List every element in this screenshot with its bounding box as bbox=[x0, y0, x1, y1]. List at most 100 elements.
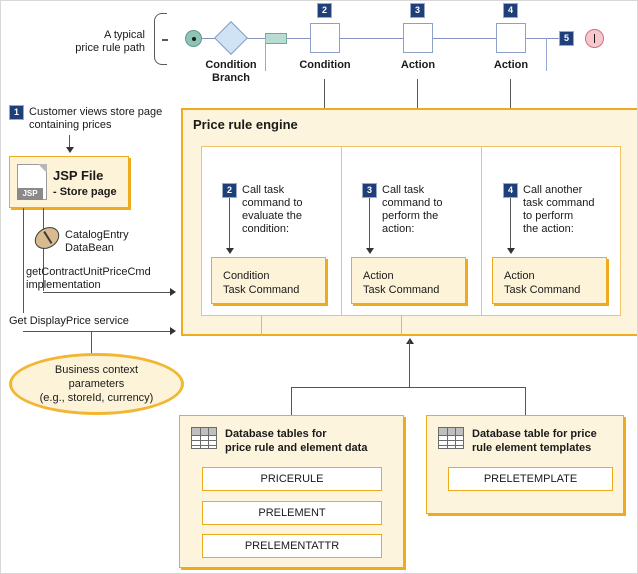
condition-branch-node[interactable] bbox=[214, 21, 248, 55]
engine-desc-col-1-l4: condition: bbox=[242, 223, 290, 235]
database-icon-left-grid-h2 bbox=[192, 445, 216, 446]
database-icon-left bbox=[191, 427, 217, 449]
path-node-action-2[interactable] bbox=[496, 23, 526, 53]
jsp-file-title: JSP File bbox=[53, 168, 104, 183]
impl-arrow-line bbox=[43, 292, 172, 294]
engine-col-1-arrow-head bbox=[226, 248, 234, 254]
path-start-node bbox=[185, 30, 202, 47]
green-connector-node bbox=[265, 33, 287, 44]
databean-line1: CatalogEntry bbox=[65, 229, 129, 241]
condition-task-command-l1: Condition bbox=[223, 270, 270, 282]
db-bracket-stem bbox=[409, 341, 411, 387]
jsp-icon: JSP bbox=[17, 164, 47, 200]
path-badge-4: 4 bbox=[503, 3, 518, 18]
step1-badge: 1 bbox=[9, 105, 24, 120]
database-icon-right-grid-h2 bbox=[439, 445, 463, 446]
step1-arrow-line bbox=[69, 135, 71, 151]
action-task-command-box-2[interactable]: Action Task Command bbox=[492, 257, 607, 304]
db-table-pricerule[interactable]: PRICERULE bbox=[202, 467, 382, 491]
path-end-node bbox=[585, 29, 604, 48]
step1-arrow-head bbox=[66, 147, 74, 153]
path-label-action-2: Action bbox=[493, 59, 529, 71]
db-left-title-line1: Database tables for bbox=[225, 428, 327, 440]
path-legend-line1: A typical bbox=[104, 29, 145, 41]
engine-desc-col-3-l4: the action: bbox=[523, 223, 574, 235]
database-icon-left-grid-h1 bbox=[192, 440, 216, 441]
impl-arrow-head bbox=[170, 288, 176, 296]
path-tail-drop bbox=[546, 38, 547, 71]
path-badge-5: 5 bbox=[559, 31, 574, 46]
action-task-command-box-1[interactable]: Action Task Command bbox=[351, 257, 466, 304]
database-icon-left-grid-v2 bbox=[208, 428, 209, 448]
business-context-oval: Business context parameters (e.g., store… bbox=[9, 353, 184, 415]
database-icon-left-header bbox=[192, 428, 216, 436]
databean-line2: DataBean bbox=[65, 242, 114, 254]
path-brace bbox=[154, 13, 168, 65]
action-task-command-1-l1: Action bbox=[363, 270, 394, 282]
db-bracket-crossbar bbox=[291, 387, 526, 389]
business-context-line1: Business context bbox=[54, 364, 139, 376]
engine-col-1-arrow-line bbox=[229, 198, 231, 250]
service-arrow-line bbox=[23, 331, 172, 333]
database-icon-right-grid-h1 bbox=[439, 440, 463, 441]
engine-desc-col-2-l3: perform the bbox=[382, 210, 439, 222]
engine-desc-col-1-l3: evaluate the bbox=[242, 210, 302, 222]
path-legend-line2: price rule path bbox=[75, 42, 145, 54]
db-table-preletemplate[interactable]: PRELETEMPLATE bbox=[448, 467, 613, 491]
engine-column-divider-2 bbox=[481, 146, 482, 316]
business-context-connector bbox=[91, 331, 93, 355]
engine-title: Price rule engine bbox=[193, 117, 298, 132]
engine-col-2-arrow-head bbox=[366, 248, 374, 254]
panel-accent-1 bbox=[261, 316, 263, 336]
engine-desc-col-3-l1: Call another bbox=[523, 184, 583, 196]
engine-column-divider-1 bbox=[341, 146, 342, 316]
engine-badge-col-3: 4 bbox=[503, 183, 518, 198]
engine-col-3-arrow-line bbox=[510, 198, 512, 250]
database-icon-right-grid-v1 bbox=[447, 428, 448, 448]
impl-line2: implementation bbox=[26, 279, 101, 291]
db-table-prelement[interactable]: PRELEMENT bbox=[202, 501, 382, 525]
path-node-action-1[interactable] bbox=[403, 23, 433, 53]
jsp-icon-fold bbox=[38, 164, 47, 173]
condition-task-command-box[interactable]: Condition Task Command bbox=[211, 257, 326, 304]
business-context-line2: parameters bbox=[68, 378, 125, 390]
panel-accent-2 bbox=[401, 316, 403, 336]
coffee-bean-icon bbox=[30, 222, 64, 254]
path-badge-3: 3 bbox=[410, 3, 425, 18]
database-icon-right-header bbox=[439, 428, 463, 436]
engine-badge-col-1: 2 bbox=[222, 183, 237, 198]
path-line bbox=[193, 38, 565, 39]
impl-line1: getContractUnitPriceCmd bbox=[26, 266, 151, 278]
path-node-condition[interactable] bbox=[310, 23, 340, 53]
engine-col-2-arrow-line bbox=[369, 198, 371, 250]
engine-col-3-arrow-head bbox=[507, 248, 515, 254]
engine-desc-col-3-l3: to perform bbox=[523, 210, 574, 222]
engine-desc-col-2-l4: action: bbox=[382, 223, 415, 235]
path-label-action-1: Action bbox=[400, 59, 436, 71]
condition-branch-label-line1: Condition bbox=[205, 59, 257, 71]
engine-badge-col-2: 3 bbox=[362, 183, 377, 198]
engine-desc-col-1-l1: Call task bbox=[242, 184, 285, 196]
engine-desc-col-2-l2: command to bbox=[382, 197, 443, 209]
database-icon-right-grid-v2 bbox=[455, 428, 456, 448]
condition-branch-label-line2: Branch bbox=[212, 72, 250, 84]
db-left-title-line2: price rule and element data bbox=[225, 442, 368, 454]
step1-line1: Customer views store page bbox=[29, 106, 163, 118]
jsp-left-branch bbox=[23, 208, 25, 313]
engine-desc-col-2-l1: Call task bbox=[382, 184, 425, 196]
step1-line2: containing prices bbox=[29, 119, 112, 131]
db-table-prelementattr[interactable]: PRELEMENTATTR bbox=[202, 534, 382, 558]
action-task-command-2-l1: Action bbox=[504, 270, 535, 282]
action-task-command-1-l2: Task Command bbox=[363, 284, 440, 296]
business-context-text: Business context parameters (e.g., store… bbox=[40, 363, 154, 405]
database-icon-left-grid-v1 bbox=[200, 428, 201, 448]
db-bracket-left-leg bbox=[291, 387, 293, 417]
business-context-line3: (e.g., storeId, currency) bbox=[39, 392, 154, 404]
path-badge-2: 2 bbox=[317, 3, 332, 18]
db-bracket-right-leg bbox=[525, 387, 527, 417]
condition-task-command-l2: Task Command bbox=[223, 284, 300, 296]
jsp-file-subtitle: - Store page bbox=[53, 186, 117, 198]
action-task-command-2-l2: Task Command bbox=[504, 284, 581, 296]
db-right-title-line1: Database table for price bbox=[472, 428, 597, 440]
